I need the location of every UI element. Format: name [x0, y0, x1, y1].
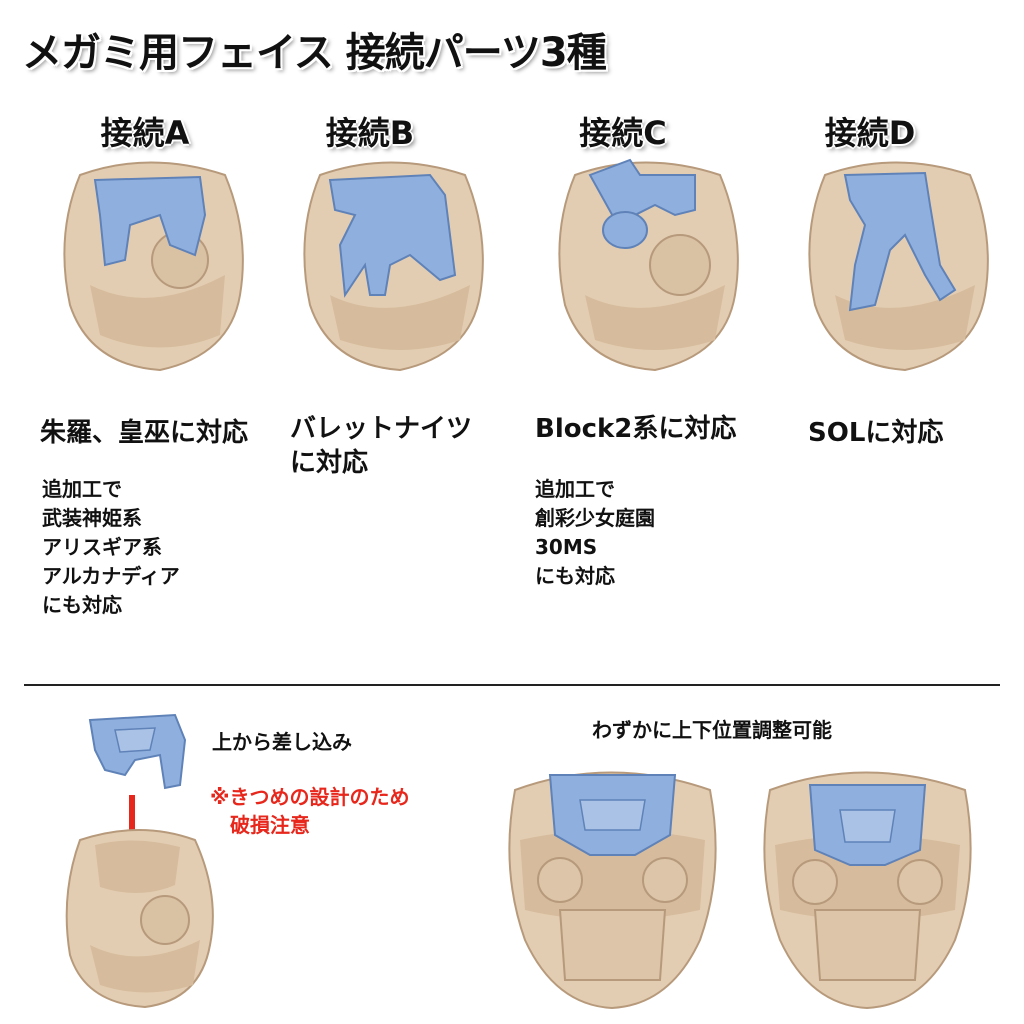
connector-c-compat-text: Block2系に対応 [535, 414, 737, 444]
connector-part-image [88, 713, 187, 790]
face-part-connector-b-image [303, 161, 484, 372]
connector-b-compat-line: バレットナイツ [290, 414, 473, 444]
warning-line: 破損注意 [210, 813, 310, 837]
connector-c-note: 追加工で 創彩少女庭園 30MS にも対応 [535, 475, 655, 591]
face-part-connector-a-image [63, 161, 244, 372]
connector-d-label: 接続D [824, 114, 916, 152]
warning-line: ※きつめの設計のため [210, 785, 410, 809]
note-line: 武装神姫系 [42, 506, 142, 530]
note-line: 追加工で [535, 477, 615, 501]
note-line: アリスギア系 [42, 535, 162, 559]
face-part-connector-d-image [808, 161, 989, 372]
page-title: メガミ用フェイス 接続パーツ3種 [22, 30, 607, 76]
connector-b-compat-line: に対応 [290, 448, 369, 478]
connector-c-label: 接続C [579, 114, 667, 152]
face-part-insert-image [65, 829, 214, 1009]
face-part-connector-c-image [558, 158, 739, 372]
face-front-view-high-image [508, 771, 717, 1010]
connector-b-compat-text: バレットナイツ に対応 [290, 412, 472, 480]
position-adjust-text: わずかに上下位置調整可能 [592, 718, 832, 742]
damage-warning-text: ※きつめの設計のため 破損注意 [210, 783, 409, 839]
insert-from-top-text: 上から差し込み [212, 730, 352, 754]
connector-a-note: 追加工で 武装神姫系 アリスギア系 アルカナディア にも対応 [42, 475, 180, 620]
connector-a-label: 接続A [100, 114, 190, 152]
connector-a-compat-text: 朱羅、皇巫に対応 [40, 418, 249, 448]
note-line: 創彩少女庭園 [535, 506, 655, 530]
note-line: アルカナディア [42, 564, 180, 588]
section-divider [24, 684, 1000, 686]
note-line: にも対応 [535, 564, 615, 588]
face-front-view-low-image [763, 771, 972, 1010]
connector-d-compat-text: SOLに対応 [808, 418, 944, 448]
connector-b-label: 接続B [325, 114, 415, 152]
note-line: にも対応 [42, 593, 122, 617]
note-line: 30MS [535, 535, 598, 559]
note-line: 追加工で [42, 477, 122, 501]
